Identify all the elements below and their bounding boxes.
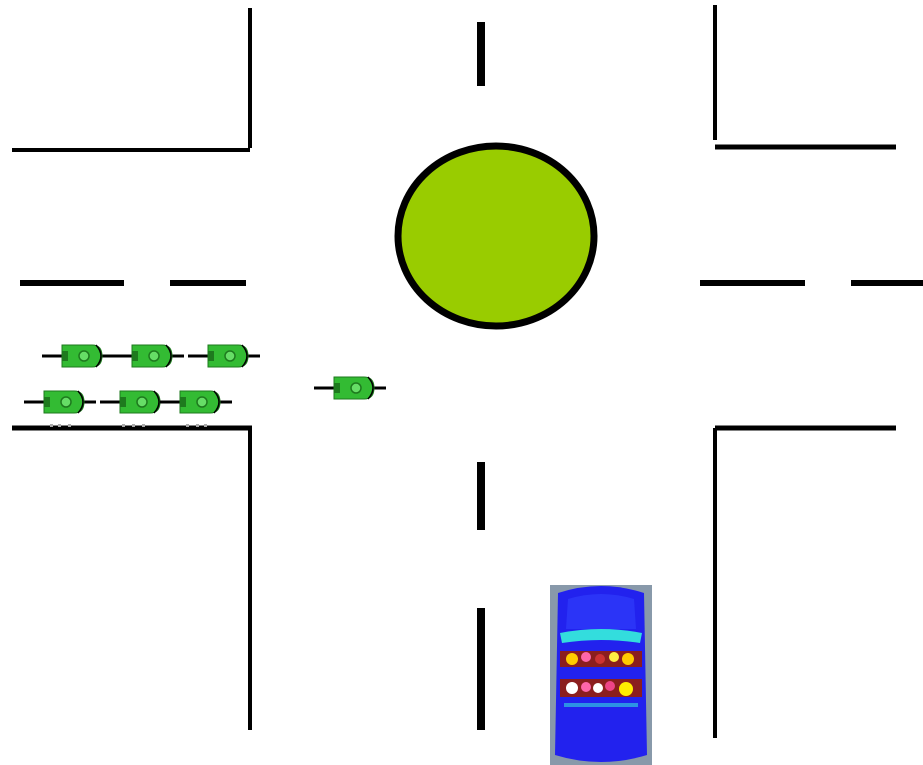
bus-roof-highlight: [566, 594, 636, 629]
bus-rear-window: [564, 703, 638, 707]
motorbike: [24, 391, 96, 413]
bus-aisle: [560, 669, 642, 677]
motorbike: [112, 345, 184, 367]
roundabout-island: [398, 146, 594, 326]
motorbike: [160, 391, 232, 413]
road-markings: [12, 5, 923, 738]
motorbike: [188, 345, 260, 367]
motorbike-moving: [314, 377, 386, 399]
motorbike: [42, 345, 114, 367]
motorbike-group: [24, 345, 386, 413]
bus: [550, 585, 652, 765]
